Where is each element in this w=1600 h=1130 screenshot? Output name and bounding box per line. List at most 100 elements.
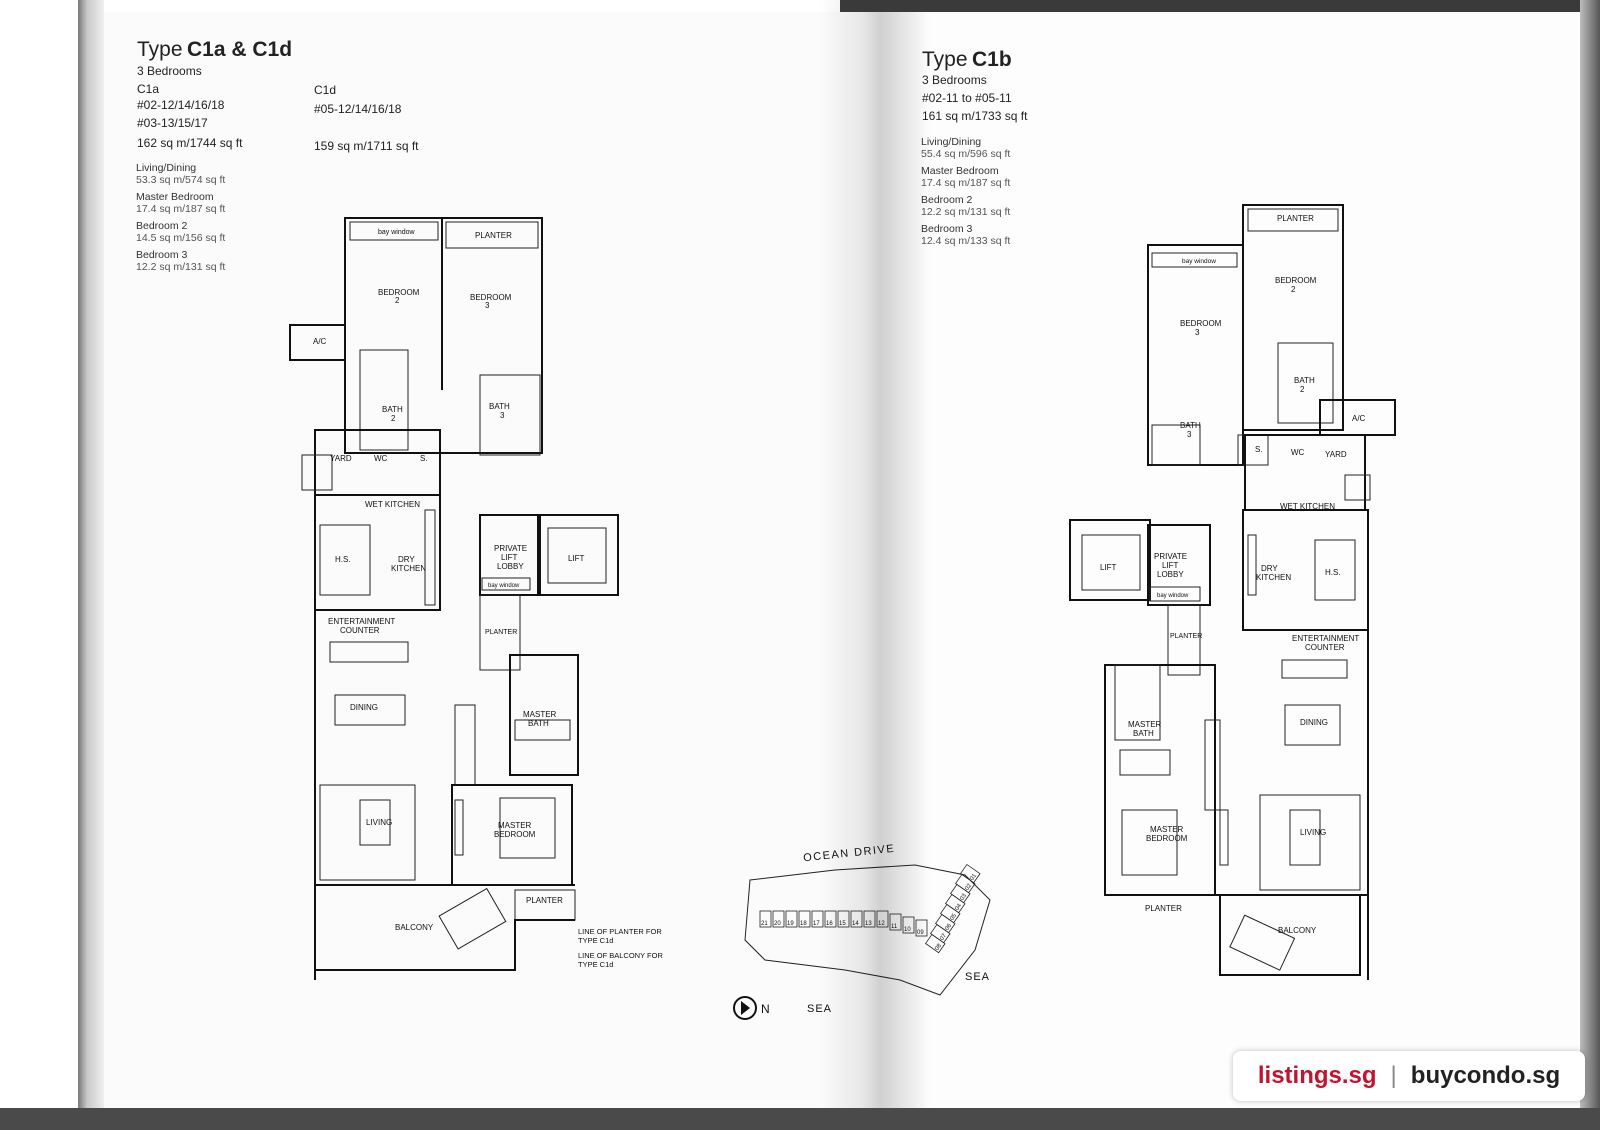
site-unit-block	[824, 910, 837, 928]
bay-window-label: bay window	[1182, 258, 1216, 265]
balcony-label: BALCONY	[1278, 926, 1317, 935]
dry-label: DRY	[398, 555, 415, 564]
right-room-sizes: Living/Dining 55.4 sq m/596 sq ft Master…	[921, 136, 1081, 247]
room-area: 53.3 sq m/574 sq ft	[136, 174, 226, 186]
site-boundary	[744, 864, 991, 996]
room-name: Bedroom 2	[921, 194, 973, 206]
wc-label: WC	[1291, 448, 1305, 457]
ac-label: A/C	[313, 337, 327, 346]
site-unit-block	[798, 910, 811, 928]
site-unit-number: 13	[865, 921, 872, 927]
master-bath-label-2: BATH	[528, 719, 549, 728]
living-label: LIVING	[1300, 828, 1326, 837]
bath3-number: 3	[1187, 430, 1192, 439]
entertainment-label: ENTERTAINMENT	[328, 617, 395, 626]
left-c1d-label: C1d	[314, 83, 337, 97]
note-planter-type: TYPE C1d	[578, 936, 613, 945]
room-area: 55.4 sq m/596 sq ft	[921, 148, 1011, 160]
left-c1a-units-2: #03-13/15/17	[137, 116, 208, 130]
right-page	[850, 10, 1580, 1112]
scan-bottom-edge	[0, 1108, 1600, 1130]
north-label: N	[761, 1002, 770, 1016]
master-bedroom-label-2: BEDROOM	[494, 830, 536, 839]
site-unit-number: 03	[959, 892, 968, 901]
site-unit-number: 06	[944, 922, 953, 931]
room-name: Bedroom 2	[136, 220, 188, 232]
site-unit-number: 10	[904, 927, 911, 933]
planter-label: PLANTER	[1170, 633, 1202, 640]
bay-window-label: bay window	[488, 583, 520, 589]
site-unit-number: 21	[761, 921, 768, 927]
right-type-prefix: Type	[922, 48, 968, 71]
site-unit-number: 18	[800, 921, 807, 927]
right-bedrooms: 3 Bedrooms	[922, 73, 987, 87]
left-type-prefix: Type	[137, 38, 183, 61]
site-unit-number: 14	[852, 921, 859, 927]
counter-label: COUNTER	[340, 626, 380, 635]
floor-plan-c1b: PLANTER bay window BEDROOM 2 BEDROOM 3 B…	[1069, 204, 1396, 980]
wet-kitchen-label: WET KITCHEN	[1280, 502, 1335, 511]
room-name: Living/Dining	[136, 162, 197, 174]
bedroom3-number: 3	[1195, 328, 1200, 337]
site-unit-number: 05	[949, 912, 958, 921]
right-area: 161 sq m/1733 sq ft	[922, 109, 1028, 123]
site-unit-number: 19	[787, 921, 794, 927]
watermark-badge: listings.sg | buycondo.sg	[1233, 1051, 1585, 1101]
bay-window-label: bay window	[378, 229, 416, 236]
center-spine-shadow	[820, 0, 930, 1130]
road-label: OCEAN DRIVE	[803, 843, 896, 865]
planter-label: PLANTER	[485, 629, 517, 636]
bath2-number: 2	[391, 414, 396, 423]
site-unit-number: 04	[954, 902, 963, 911]
lobby-label: LOBBY	[1157, 570, 1184, 579]
site-unit-block	[915, 919, 928, 937]
hs-label: H.S.	[1325, 568, 1341, 577]
yard-label: YARD	[1325, 450, 1347, 459]
note-planter-label: LINE OF PLANTER FOR	[578, 927, 662, 936]
site-unit-block	[902, 916, 915, 934]
bedroom3-label: BEDROOM	[1180, 319, 1222, 328]
site-unit-block	[811, 910, 824, 928]
site-unit-number: 01	[969, 872, 978, 881]
wet-kitchen-label: WET KITCHEN	[365, 500, 420, 509]
wc-label: WC	[374, 454, 388, 463]
plan-walls	[1069, 204, 1396, 980]
master-bath-label-1: MASTER	[1128, 720, 1162, 729]
hs-label: H.S.	[335, 555, 351, 564]
bedroom3-number: 3	[485, 301, 490, 310]
private-label: PRIVATE	[1154, 552, 1187, 561]
site-unit-number: 07	[939, 932, 948, 941]
room-name: Master Bedroom	[136, 191, 214, 203]
left-page	[90, 12, 850, 1112]
site-unit-number: 16	[826, 921, 833, 927]
site-unit-block	[876, 910, 889, 928]
listings-sg-label: listings.sg	[1257, 1062, 1377, 1089]
site-unit-block	[785, 910, 798, 928]
counter-label: COUNTER	[1305, 643, 1345, 652]
room-area: 17.4 sq m/187 sq ft	[921, 177, 1011, 189]
master-bedroom-label-1: MASTER	[498, 821, 532, 830]
store-label: S.	[1255, 445, 1263, 454]
bedroom2-number: 2	[1291, 285, 1296, 294]
site-unit-block	[863, 910, 876, 928]
left-type-heading: Type C1a & C1d	[137, 38, 292, 62]
room-name: Master Bedroom	[921, 165, 999, 177]
left-c1a-label: C1a	[137, 82, 160, 96]
note-balcony-type: TYPE C1d	[578, 960, 613, 969]
store-label: S.	[420, 454, 428, 463]
scan-top-edge	[840, 0, 1600, 12]
bath2-label: BATH	[1294, 376, 1315, 385]
sea-label-east: SEA	[965, 971, 990, 983]
balcony-label: BALCONY	[395, 923, 434, 932]
room-area: 14.5 sq m/156 sq ft	[136, 232, 226, 244]
right-units: #02-11 to #05-11	[922, 91, 1012, 105]
north-arrow-icon	[733, 996, 757, 1020]
left-c1a-units-1: #02-12/14/16/18	[137, 98, 225, 112]
site-unit-number: 09	[917, 930, 924, 936]
master-bedroom-label-1: MASTER	[1150, 825, 1184, 834]
room-name: Bedroom 3	[136, 249, 188, 261]
planter-label: PLANTER	[1145, 904, 1182, 913]
kitchen-label: KITCHEN	[1256, 573, 1291, 582]
